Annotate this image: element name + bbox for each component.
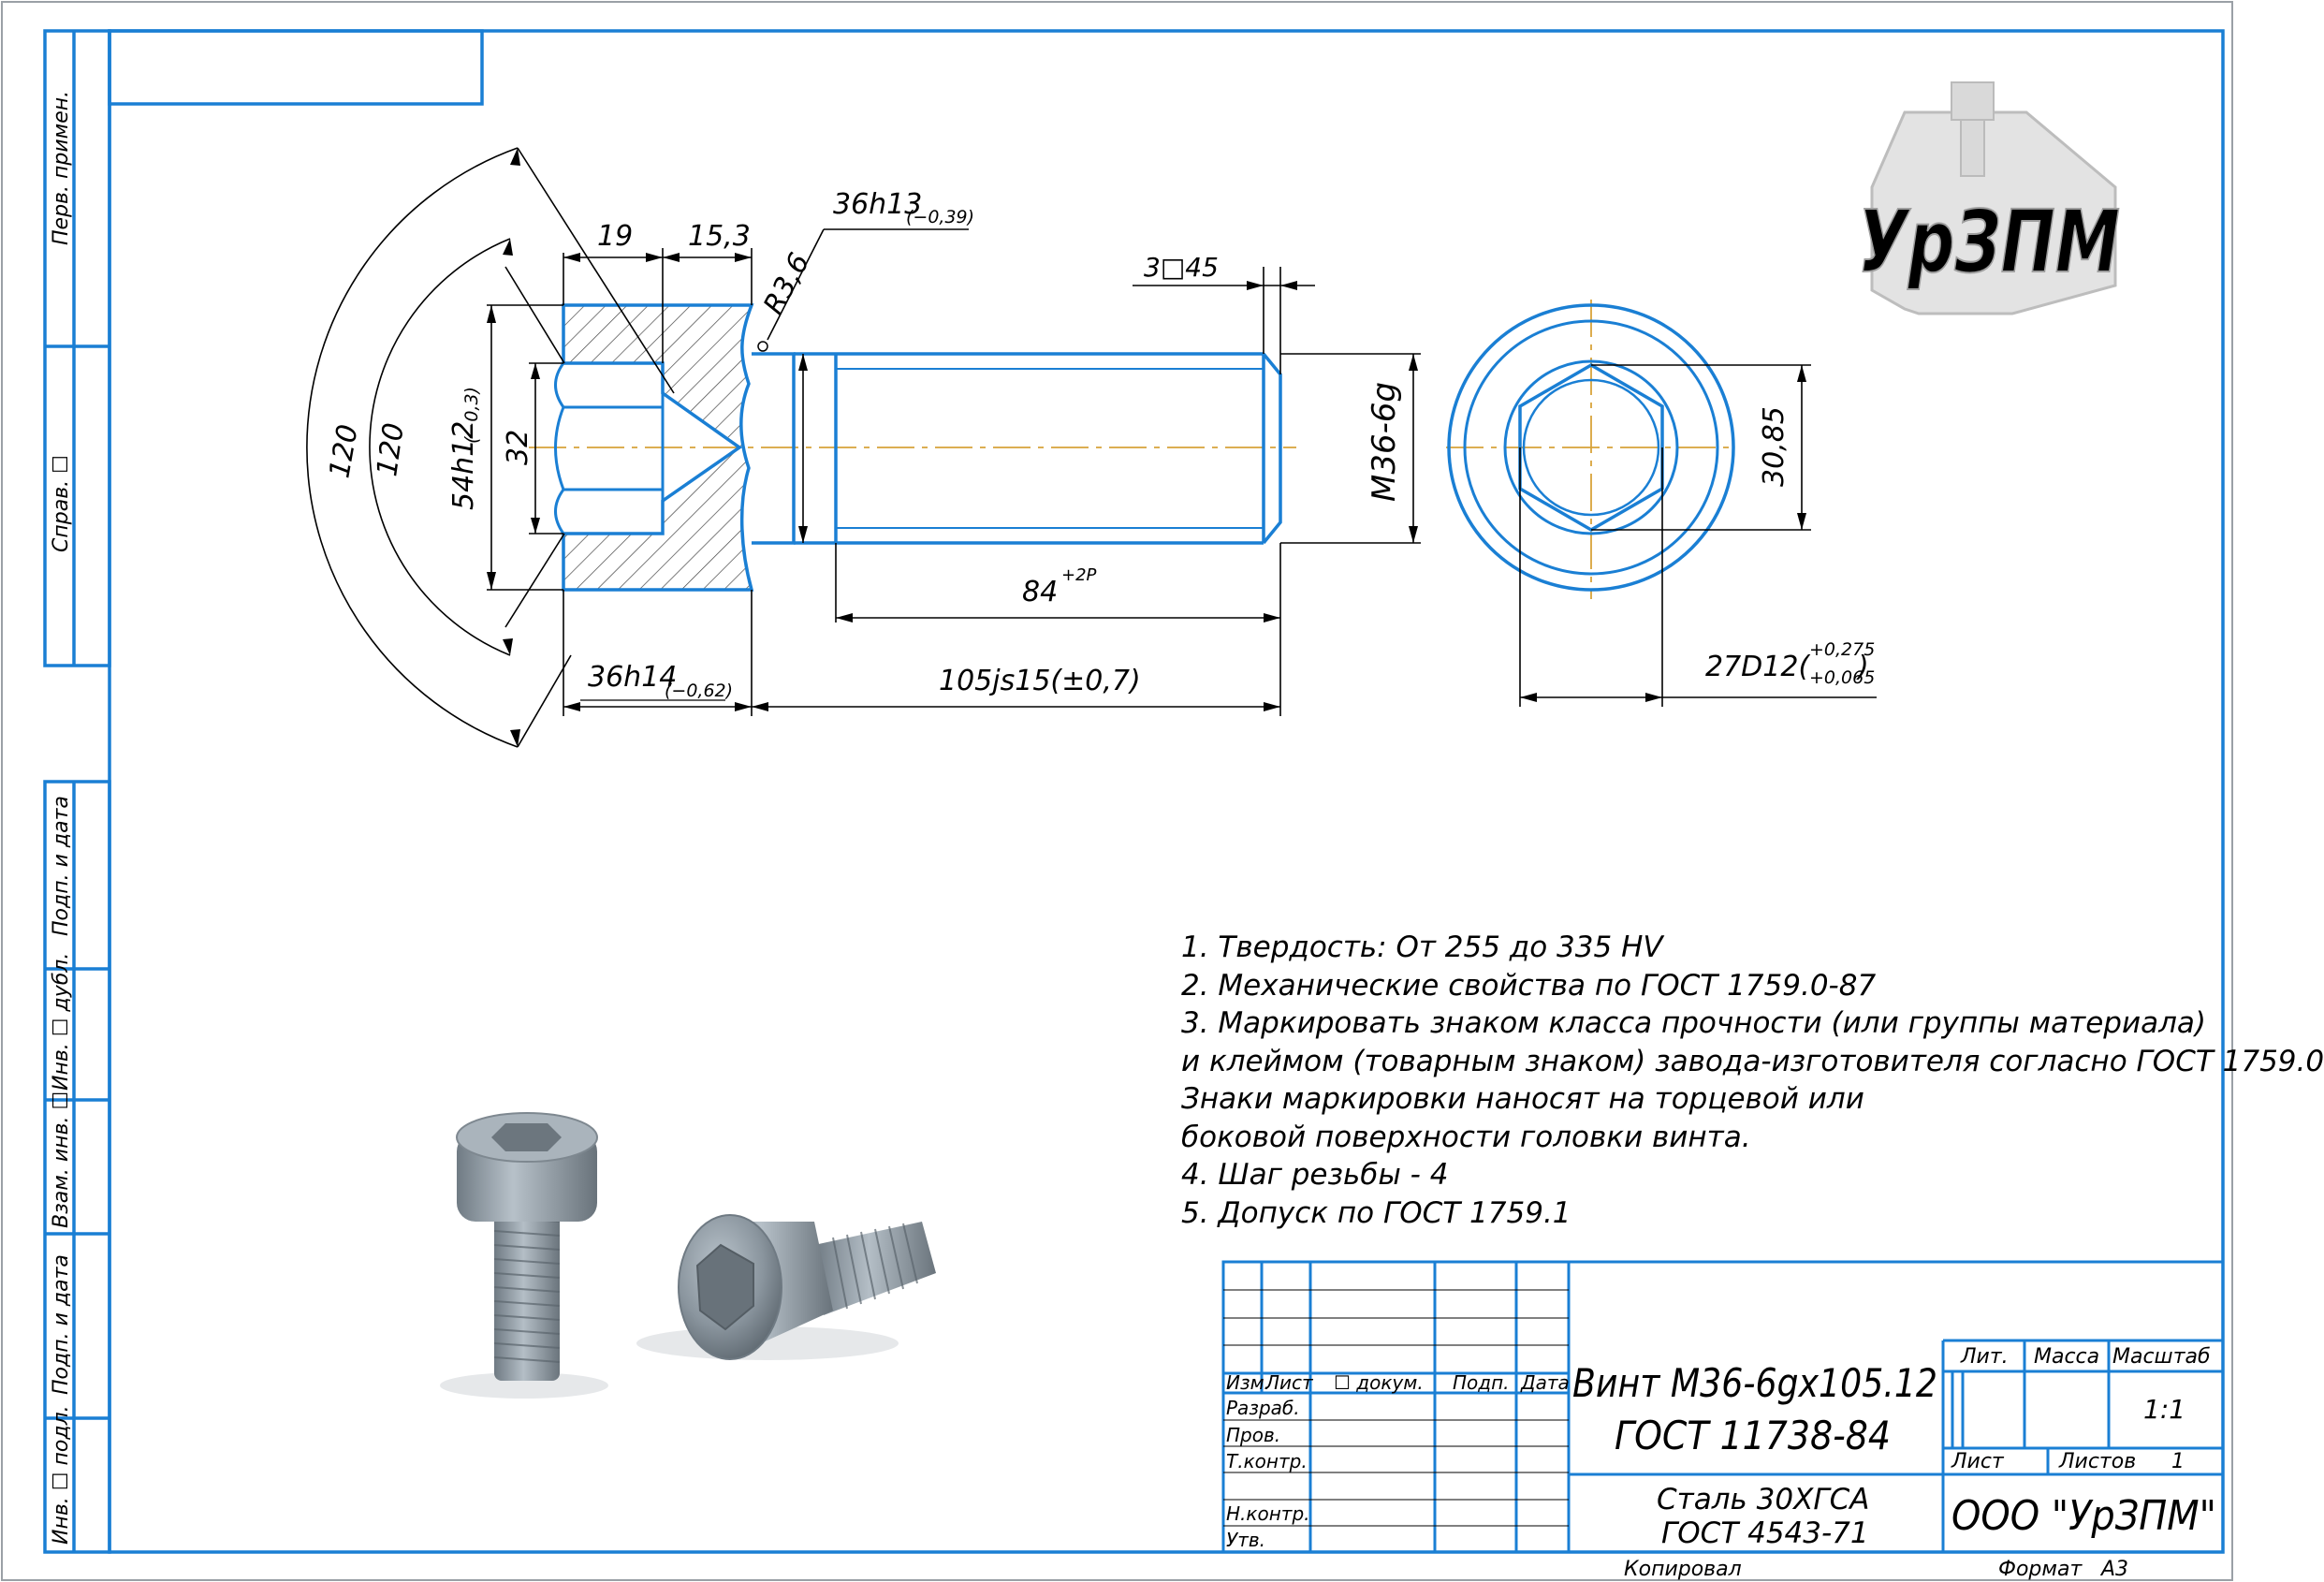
tb-list: Лист [1264,1371,1314,1394]
technical-notes: 1. Твердость: От 255 до 335 HV 2. Механи… [1181,929,2324,1232]
bolt-render-lying [636,1214,936,1360]
head-outer-circle [1447,303,1735,592]
dimension-lines [306,147,1421,748]
tb-kopiroval: Копировал [1624,1558,1742,1581]
tb-utv: Утв. [1226,1529,1265,1551]
dim-hex-corners-close: ) [1856,651,1869,683]
dim-angle-outer: 120 [323,422,364,480]
label-vzam-inv: Взам. инв. ☐ [50,1091,73,1228]
dim-radius: R3,6 [757,248,816,320]
tb-massa: Масса [2034,1345,2099,1369]
tb-izm: Изм. [1226,1371,1270,1394]
note-line: 4. Шаг резьбы - 4 [1181,1158,1449,1192]
tb-name-line2: ГОСТ 11738-84 [1615,1413,1891,1458]
dim-total-len: 105js15(±0,7) [939,665,1141,697]
sheet-border [1,1,2233,1581]
label-inv-podl: Инв. ☐ подл. [50,1405,73,1545]
drawing-frame [43,29,2225,1554]
tb-masshtab: Масштаб [2112,1345,2211,1369]
title-block-thin-lines [1223,1289,1569,1527]
dim-hex-corners: 27D12( [1705,651,1810,683]
dim-head-dia-tol: (−0,3) [461,387,482,444]
note-line: Знаки маркировки наносят на торцевой или [1181,1082,1864,1116]
tb-format-label: Формат [1998,1558,2083,1581]
dim-hex-flats: 30,85 [1758,406,1791,487]
dim-shank-dia-tol: (−0,39) [906,207,974,227]
tb-company: ООО "УрЗПМ" [1951,1492,2216,1540]
shank [752,352,1282,545]
dim-32: 32 [502,430,534,465]
title-block [1221,1260,2225,1554]
dim-thread-len-tol: +2P [1061,565,1097,585]
tb-sheets-value: 1 [2171,1450,2185,1473]
dim-chamfer: 3□45 [1144,252,1219,283]
dim-hex-corners-tol-lower: +0,065 [1809,667,1875,688]
dim-angle-inner: 120 [371,421,411,479]
end-view-dimensions [1519,364,1877,707]
tb-sheet-label: Лист [1951,1450,2005,1473]
tb-dokum: ☐ докум. [1334,1371,1424,1394]
logo-text: УрЗПМ [1858,192,2120,292]
tb-data: Дата [1520,1371,1570,1394]
dimension-arrows [487,148,1418,747]
tb-material-line2: ГОСТ 4543-71 [1661,1516,1869,1550]
bolt-render-standing [440,1112,608,1399]
label-inv-dubl: Инв. ☐ дубл. [50,953,73,1091]
tb-format-value: А3 [2099,1558,2128,1581]
head-chamfer-circle [1463,319,1719,576]
side-labels: Перв. примен. Справ. ☐ Подп. и дата Инв.… [50,91,73,1545]
hex-socket [554,361,740,535]
tb-tkontr: Т.контр. [1226,1450,1308,1472]
note-line: 3. Маркировать знаком класса прочности (… [1181,1006,2207,1040]
tb-scale-value: 1:1 [2143,1394,2185,1425]
dim-thread: M36-6g [1366,382,1403,502]
dim-19: 19 [597,220,633,253]
label-sprav: Справ. ☐ [50,455,73,552]
dim-shank-dia: 36h13 [833,188,922,221]
end-view-arrows [1520,365,1806,702]
tb-prov: Пров. [1226,1424,1280,1446]
socket-circle [1503,359,1679,535]
title-block-texts: Изм. Лист ☐ докум. Подп. Дата Разраб. Пр… [1226,1345,2216,1581]
tb-podp: Подп. [1453,1371,1510,1394]
dimension-texts: 120 120 54h12 (−0,3) 32 19 15,3 36h13 (−… [323,188,1403,701]
note-line: 2. Механические свойства по ГОСТ 1759.0-… [1181,968,1877,1003]
bolt-side-view [529,303,1296,592]
end-view-texts: 30,85 27D12( +0,275 +0,065 ) [1705,406,1875,688]
note-line: 5. Допуск по ГОСТ 1759.1 [1181,1195,1571,1230]
dim-head-len: 36h14 [588,661,677,694]
dim-hex-corners-tol-upper: +0,275 [1809,639,1875,660]
note-line: 1. Твердость: От 255 до 335 HV [1181,930,1663,964]
note-line: и клеймом (товарным знаком) завода-изгот… [1181,1044,2324,1078]
company-logo: УрЗПМ [1857,81,2121,315]
dim-thread-len: 84 [1022,576,1058,608]
dim-15-3: 15,3 [688,220,751,253]
tb-lit: Лит. [1960,1345,2009,1369]
bolt-end-view [1446,300,1736,599]
drawing-sheet: Перв. примен. Справ. ☐ Подп. и дата Инв.… [1,1,2233,1581]
tb-name-line1: Винт М36-6gx105.12 [1572,1360,1937,1406]
tb-nkontr: Н.контр. [1226,1502,1310,1525]
label-perv-primen: Перв. примен. [50,91,73,245]
tb-sheets-label: Листов [2058,1450,2136,1473]
label-podp-data-1: Подп. и дата [50,796,73,936]
dim-head-dia: 54h12 [447,421,480,510]
label-podp-data-2: Подп. и дата [50,1254,73,1395]
dim-head-len-tol: (−0,62) [665,681,733,701]
tb-material-line1: Сталь 30ХГСА [1657,1483,1869,1516]
tb-razrab: Разраб. [1226,1397,1300,1419]
note-line: боковой поверхности головки винта. [1181,1120,1751,1154]
